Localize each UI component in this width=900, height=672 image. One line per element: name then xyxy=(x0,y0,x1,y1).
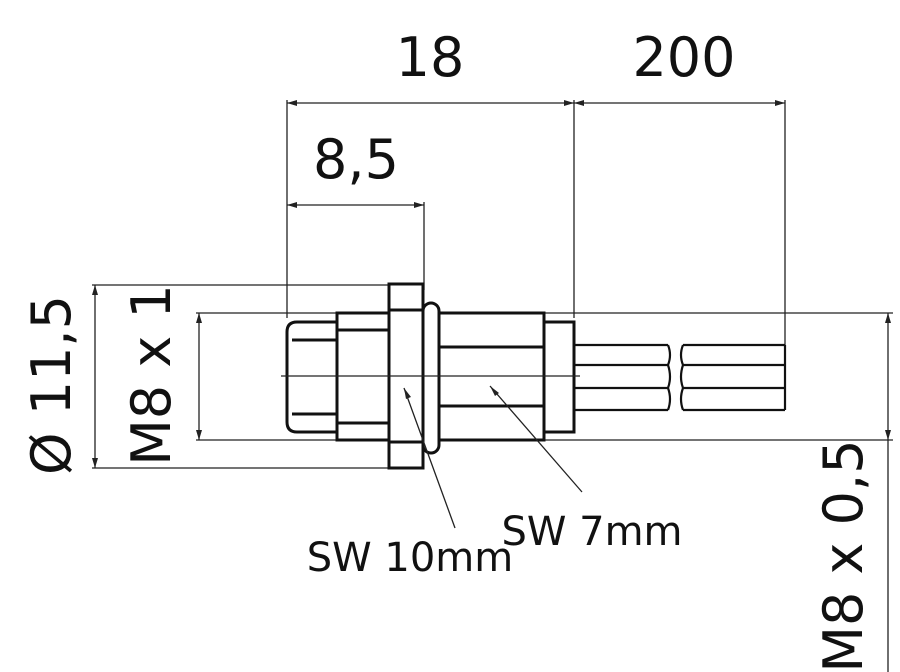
front-pin xyxy=(285,320,339,434)
wire-section-right xyxy=(679,343,787,412)
sw7-label: SW 7mm xyxy=(501,509,682,555)
callout-sw7: SW 7mm xyxy=(489,385,683,555)
dimension-cable-length: 200 xyxy=(574,26,786,345)
dimension-rear-thread: M8 x 0,5 xyxy=(544,312,893,672)
overall-length-label: 18 xyxy=(396,26,465,89)
dimension-overall-length: 18 xyxy=(286,26,575,318)
rear-collar xyxy=(542,320,576,434)
rear-thread-label: M8 x 0,5 xyxy=(812,439,875,672)
cable-length-label: 200 xyxy=(632,26,735,89)
connector-body xyxy=(281,282,580,470)
outer-diameter-label: Ø 11,5 xyxy=(20,295,83,475)
sw10-label: SW 10mm xyxy=(307,535,513,581)
dimension-front-length: 8,5 xyxy=(287,128,425,290)
cable-wires xyxy=(574,343,787,412)
dimension-front-thread: M8 x 1 xyxy=(120,284,340,466)
callout-sw10: SW 10mm xyxy=(307,387,513,581)
o-ring xyxy=(421,301,441,455)
front-length-label: 8,5 xyxy=(313,128,399,191)
front-thread-label: M8 x 1 xyxy=(120,284,183,466)
dimension-outer-diameter: Ø 11,5 xyxy=(20,284,392,475)
wire-section-left xyxy=(574,343,672,412)
